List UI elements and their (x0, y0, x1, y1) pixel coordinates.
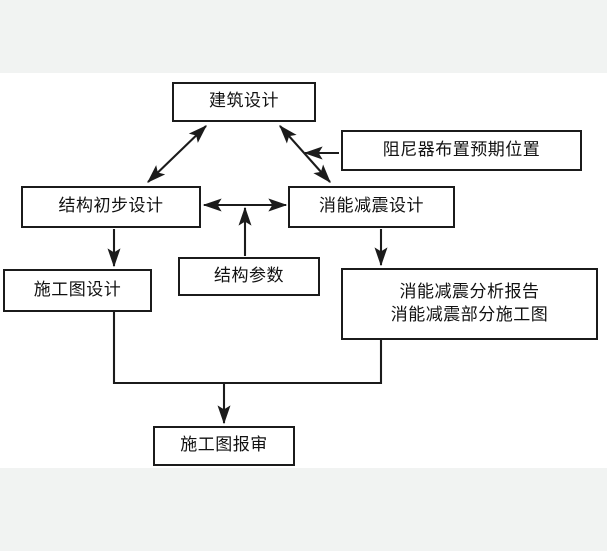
node-label: 阻尼器布置预期位置 (382, 139, 541, 160)
node-label: 结构初步设计 (58, 196, 164, 217)
node-preliminary-structural-design[interactable]: 结构初步设计 (21, 186, 201, 228)
node-construction-drawing-design[interactable]: 施工图设计 (3, 269, 152, 312)
node-label: 结构参数 (214, 265, 284, 286)
edge-arch-prelim (147, 125, 207, 183)
node-label: 施工图设计 (33, 279, 122, 300)
node-label: 建筑设计 (209, 91, 279, 112)
node-label: 消能减震设计 (319, 196, 424, 217)
node-damper-expected-position[interactable]: 阻尼器布置预期位置 (341, 130, 582, 171)
node-energy-dissipation-design[interactable]: 消能减震设计 (288, 186, 455, 228)
node-structural-parameters[interactable]: 结构参数 (178, 257, 320, 296)
edge-report-bus (224, 340, 383, 385)
edge-drawing-bus (112, 312, 224, 385)
node-label: 消能减震分析报告 消能减震部分施工图 (390, 281, 549, 325)
node-label: 施工图报审 (180, 435, 268, 456)
node-damping-analysis-report[interactable]: 消能减震分析报告 消能减震部分施工图 (341, 268, 598, 340)
node-architectural-design[interactable]: 建筑设计 (172, 82, 316, 122)
node-construction-drawing-review[interactable]: 施工图报审 (153, 426, 295, 466)
